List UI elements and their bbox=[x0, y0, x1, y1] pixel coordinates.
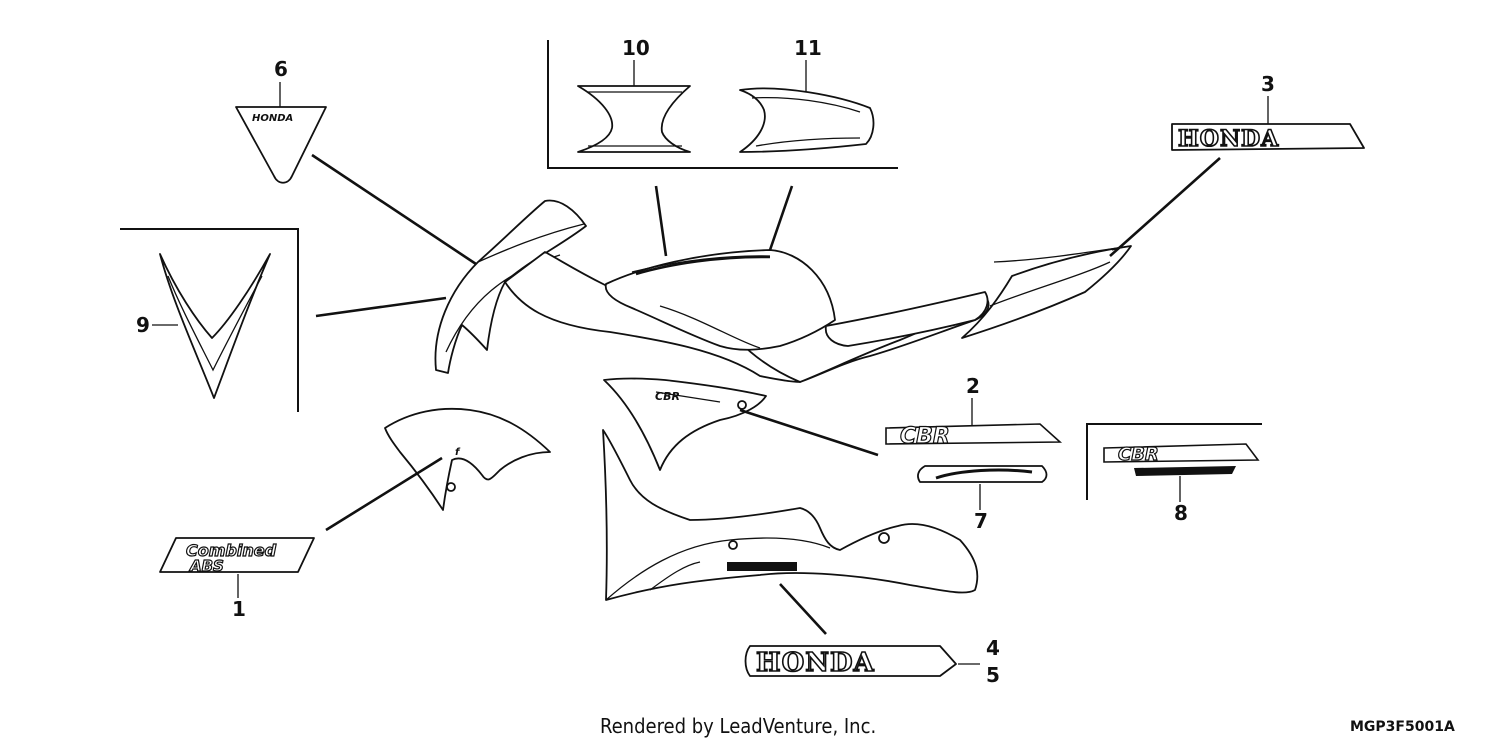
leader-lines bbox=[152, 60, 1269, 665]
callout-8: 8 bbox=[1174, 501, 1188, 525]
leader-6 bbox=[311, 153, 477, 266]
callout-7: 7 bbox=[974, 509, 988, 533]
part-8-cbr-text: CBR bbox=[1118, 444, 1159, 465]
part-10-tank-stripe bbox=[577, 85, 691, 153]
footer-credit: Rendered by LeadVenture, Inc. bbox=[600, 714, 876, 738]
part-11-tank-stripe bbox=[739, 87, 875, 153]
leader-10 bbox=[654, 185, 668, 257]
part-1-combined-text: Combined bbox=[186, 541, 277, 560]
callout-1: 1 bbox=[232, 597, 246, 621]
inset-frame-top bbox=[547, 40, 898, 169]
diagram-code: MGP3F5001A bbox=[1350, 719, 1455, 735]
callout-3: 3 bbox=[1261, 72, 1275, 96]
leader-1 bbox=[325, 456, 443, 532]
callout-4: 4 bbox=[986, 636, 1000, 660]
lower-fairing-decal bbox=[727, 562, 797, 571]
motorcycle-fairing: CBR f bbox=[384, 199, 1132, 601]
part-1-abs-text: ABS bbox=[189, 557, 224, 575]
fairing-cbr-mark: CBR bbox=[655, 390, 680, 403]
callout-numbers: 6 10 11 3 9 2 7 8 1 4 5 bbox=[136, 36, 1275, 687]
part-8-cbr-emblem: CBR bbox=[1103, 443, 1260, 476]
callout-5: 5 bbox=[986, 663, 1000, 687]
part-1-combined-abs-emblem: Combined ABS bbox=[159, 537, 315, 576]
fender-mark: f bbox=[455, 447, 461, 458]
part-6-honda-text: HONDA bbox=[252, 113, 293, 124]
leader-9 bbox=[315, 296, 447, 318]
callout-2: 2 bbox=[966, 374, 980, 398]
part-3-honda-emblem: HONDA bbox=[1171, 123, 1365, 153]
part-3-honda-text: HONDA bbox=[1178, 126, 1279, 152]
part-6-front-emblem: HONDA bbox=[235, 106, 327, 184]
leader-4-5 bbox=[779, 583, 827, 635]
part-7-fireblade-emblem bbox=[917, 465, 1048, 483]
part-9-v-stripe bbox=[159, 253, 271, 399]
callout-10: 10 bbox=[622, 36, 650, 60]
callout-11: 11 bbox=[794, 36, 822, 60]
inset-frame-right bbox=[1086, 423, 1262, 500]
part-2-cbr-text: CBR bbox=[900, 424, 950, 449]
callout-9: 9 bbox=[136, 313, 150, 337]
inset-frame-left bbox=[120, 228, 299, 412]
callout-6: 6 bbox=[274, 57, 288, 81]
leader-11 bbox=[768, 185, 794, 251]
part-4-5-honda-text: HONDA bbox=[756, 648, 875, 678]
part-4-5-honda-emblem: HONDA bbox=[744, 645, 957, 679]
leader-2 bbox=[739, 408, 879, 457]
leader-3 bbox=[1109, 157, 1221, 257]
part-2-cbr-emblem: CBR bbox=[885, 423, 1063, 450]
